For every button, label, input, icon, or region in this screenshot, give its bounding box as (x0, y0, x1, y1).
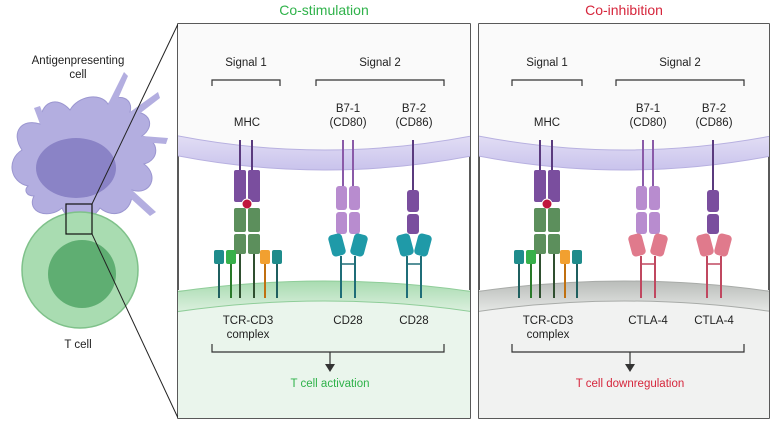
panel-title-costimulation: Co-stimulation (279, 2, 369, 18)
apc-cell (11, 72, 168, 221)
b72-label-right: B7-2 (CD86) (688, 102, 740, 130)
tcr-line1: TCR-CD3 (222, 315, 274, 327)
tcell-label: T cell (64, 339, 92, 351)
b72-line1: B7-2 (401, 103, 427, 115)
receptor1-label-right: CTLA-4 (628, 315, 668, 327)
b71-line1: B7-1 (335, 103, 361, 115)
signal1-label: Signal 1 (225, 57, 267, 69)
molecules-right (514, 140, 732, 298)
receptor2-label: CD28 (399, 315, 429, 327)
signal2-label: Signal 2 (359, 57, 401, 69)
b71-line1-right: B7-1 (635, 103, 661, 115)
b71-label-right: B7-1 (CD80) (622, 102, 674, 130)
receptor2-label-right: CTLA-4 (694, 315, 734, 327)
apc-label-line2: cell (69, 69, 87, 81)
outcome-activation: T cell activation (290, 378, 370, 390)
b71-line2-right: (CD80) (629, 117, 667, 129)
b72-line2-right: (CD86) (695, 117, 733, 129)
tcr-label: TCR-CD3 complex (214, 314, 282, 342)
tcr-line2-right: complex (526, 329, 570, 341)
tcr-label-right: TCR-CD3 complex (514, 314, 582, 342)
panel-title-coinhibition: Co-inhibition (585, 2, 663, 18)
receptor1-label: CD28 (333, 315, 363, 327)
apc-label: Antigenpresenting cell (18, 54, 138, 82)
apc-label-line1: Antigenpresenting (31, 55, 125, 67)
tcr-line2: complex (226, 329, 270, 341)
signal1-label-right: Signal 1 (526, 57, 568, 69)
b71-label: B7-1 (CD80) (322, 102, 374, 130)
b72-label: B7-2 (CD86) (388, 102, 440, 130)
outcome-downregulation: T cell downregulation (575, 378, 685, 390)
mhc-label: MHC (233, 117, 261, 129)
signal2-label-right: Signal 2 (659, 57, 701, 69)
b71-line2: (CD80) (329, 117, 367, 129)
tcr-line1-right: TCR-CD3 (522, 315, 574, 327)
b72-line2: (CD86) (395, 117, 433, 129)
mhc-label-right: MHC (533, 117, 561, 129)
t-cell (21, 211, 139, 329)
b72-line1-right: B7-2 (701, 103, 727, 115)
molecules-left (214, 140, 432, 298)
zoom-box (65, 203, 93, 235)
